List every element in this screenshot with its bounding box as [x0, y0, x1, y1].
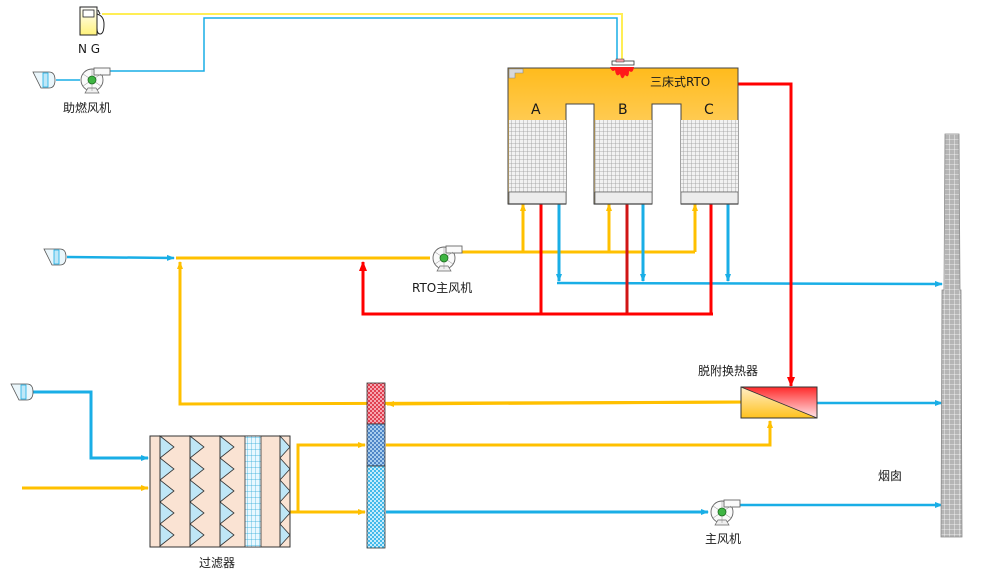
ng-label: N G: [78, 42, 100, 56]
fresh-air-inlet-line: [66, 254, 175, 261]
rto-main-fan-label: RTO主风机: [412, 281, 472, 295]
ng-gas-line: [102, 13, 623, 60]
cooling-to-hx-line: [386, 420, 773, 447]
desorption-hx-label: 脱附换热器: [698, 363, 758, 378]
exhaust-header-to-chimney: [556, 280, 943, 287]
rto-unit[interactable]: [507, 67, 739, 205]
combustion-air-line: [108, 17, 618, 72]
hx-to-rotor-desorption: [386, 400, 741, 407]
bed-a-label: A: [531, 102, 541, 118]
chimney[interactable]: [940, 133, 963, 538]
pipes: [22, 13, 943, 515]
zeolite-rotor[interactable]: [366, 382, 386, 549]
combustion-fan-icon[interactable]: [80, 67, 111, 94]
burner-flame-icon: [610, 58, 635, 79]
chimney-label: 烟囱: [878, 469, 902, 483]
combustion-fan-label: 助燃风机: [63, 100, 111, 115]
bed-b-label: B: [618, 102, 628, 118]
ng-fuel-pump-icon[interactable]: [79, 6, 105, 36]
air-inlet-icon[interactable]: [10, 383, 34, 401]
filter-unit[interactable]: [149, 434, 291, 548]
filter-label: 过滤器: [199, 556, 235, 570]
fresh-air-to-filter-line: [33, 390, 149, 461]
desorption-heat-exchanger[interactable]: [740, 386, 818, 419]
air-inlet-icon[interactable]: [43, 248, 67, 266]
purge-return-line: [359, 261, 713, 316]
rto-main-fan-icon[interactable]: [432, 245, 463, 272]
rotor-cooling-line: [296, 442, 366, 512]
main-fan-label: 主风机: [705, 532, 741, 546]
bed-c-label: C: [704, 102, 714, 118]
main-fan-icon[interactable]: [710, 499, 741, 526]
hot-gas-line: [738, 82, 795, 387]
air-inlet-icon[interactable]: [32, 71, 56, 89]
rto-label: 三床式RTO: [650, 75, 710, 89]
